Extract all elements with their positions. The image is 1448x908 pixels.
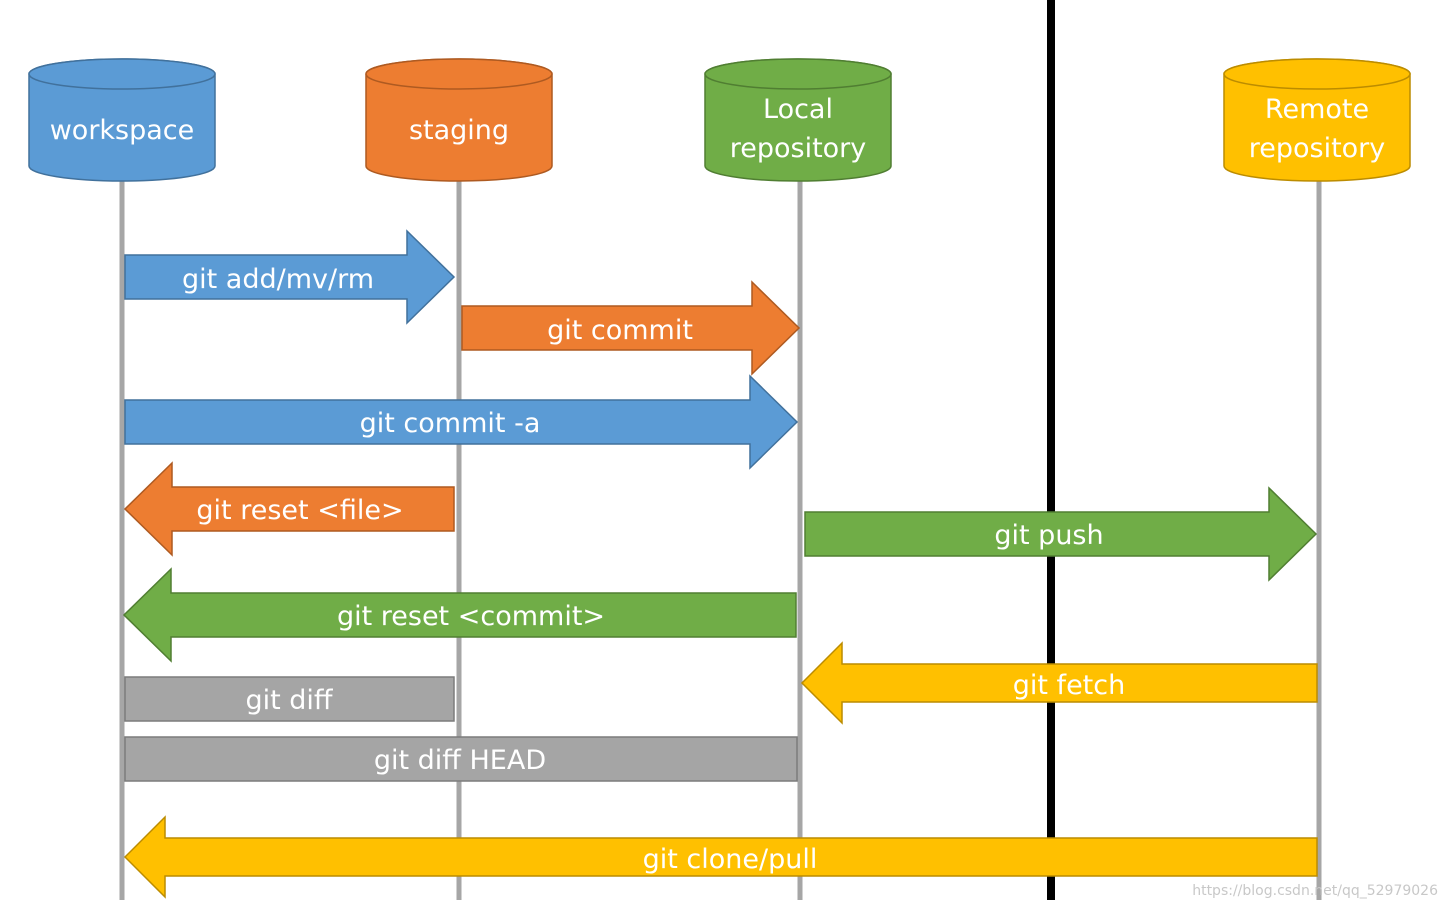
- git-reset-commit-arrow-shape: [122, 567, 797, 663]
- watermark: https://blog.csdn.net/qq_52979026: [1192, 883, 1438, 899]
- remote-repository-label-line2: repository: [1249, 133, 1386, 164]
- git-commit-label: git commit: [547, 315, 693, 346]
- git-push-arrow-shape: [804, 486, 1318, 582]
- git-push-label: git push: [994, 520, 1103, 551]
- git-reset-file-label: git reset <file>: [196, 495, 403, 526]
- git-reset-commit-arrow: git reset <commit>: [122, 567, 797, 663]
- git-diff-label: git diff: [245, 685, 333, 716]
- git-diff-head-label: git diff HEAD: [374, 745, 546, 776]
- remote-repository-cylinder: Remote repository: [1223, 58, 1411, 182]
- git-reset-commit-label: git reset <commit>: [337, 601, 605, 632]
- staging-cylinder-top: [365, 58, 553, 90]
- git-fetch-label: git fetch: [1013, 670, 1125, 701]
- git-diff-head-bar: git diff HEAD: [124, 736, 798, 782]
- git-fetch-arrow: git fetch: [800, 641, 1318, 725]
- git-reset-file-arrow: git reset <file>: [123, 461, 455, 557]
- git-commit-a-label: git commit -a: [360, 408, 541, 439]
- git-diff-head-bar-shape: [124, 736, 798, 782]
- git-clone-pull-arrow: git clone/pull: [123, 815, 1318, 899]
- remote-repository-label-line1: Remote: [1265, 94, 1369, 125]
- git-commit-arrow: git commit: [461, 280, 801, 376]
- staging-label: staging: [409, 115, 509, 146]
- remote-repository-cylinder-top: [1223, 58, 1411, 90]
- git-commit-a-arrow: git commit -a: [124, 374, 799, 470]
- workspace-cylinder: workspace: [28, 58, 216, 182]
- git-add-mv-rm-label: git add/mv/rm: [182, 264, 374, 295]
- staging-cylinder: staging: [365, 58, 553, 182]
- git-push-arrow: git push: [804, 486, 1318, 582]
- git-diff-bar: git diff: [124, 676, 455, 722]
- storage-cylinders: workspace staging Local repository Remot…: [28, 58, 1411, 182]
- local-repository-label-line2: repository: [730, 133, 867, 164]
- commands: git add/mv/rm git commit git commit -a g…: [122, 229, 1318, 899]
- git-fetch-arrow-shape: [800, 641, 1318, 725]
- git-clone-pull-label: git clone/pull: [643, 844, 818, 875]
- workspace-cylinder-top: [28, 58, 216, 90]
- git-diff-bar-shape: [124, 676, 455, 722]
- git-commit-arrow-shape: [461, 280, 801, 376]
- git-reset-file-arrow-shape: [123, 461, 455, 557]
- git-clone-pull-arrow-shape: [123, 815, 1318, 899]
- workspace-label: workspace: [50, 115, 195, 146]
- git-add-mv-rm-arrow-shape: [124, 229, 456, 325]
- local-repository-cylinder-top: [704, 58, 892, 90]
- git-add-mv-rm-arrow: git add/mv/rm: [124, 229, 456, 325]
- local-repository-cylinder: Local repository: [704, 58, 892, 182]
- local-repository-label-line1: Local: [763, 94, 833, 125]
- git-commit-a-arrow-shape: [124, 374, 799, 470]
